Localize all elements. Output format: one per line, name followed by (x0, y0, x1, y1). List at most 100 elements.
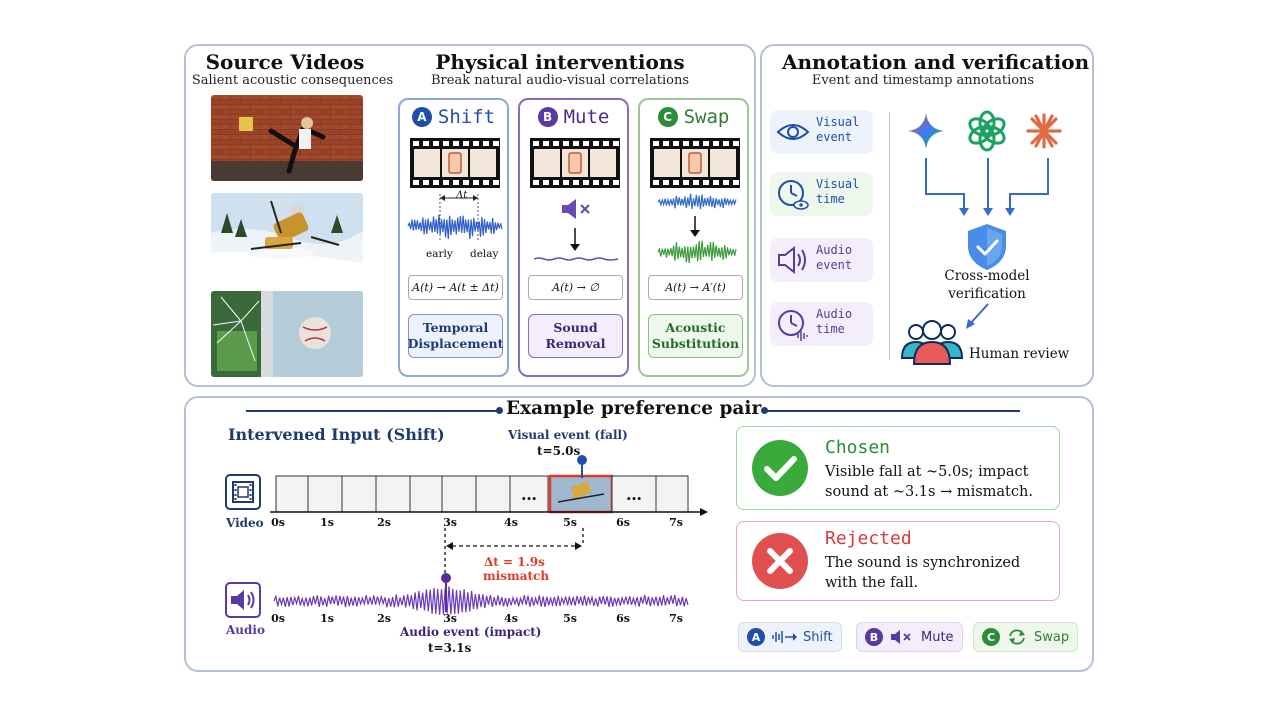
chosen-line1: Visible fall at ~5.0s; impact (825, 464, 1029, 480)
shield-check-icon (968, 224, 1006, 270)
video-tick-5: 5s (563, 516, 577, 529)
audio-icon-box (225, 582, 261, 618)
source-videos-title: Source Videos (205, 50, 365, 74)
video-tick-3: 3s (443, 516, 457, 529)
rejected-line1: The sound is synchronized (825, 555, 1021, 571)
audio-event-label: Audio event (impact) (400, 625, 542, 639)
review-arrow (966, 303, 989, 329)
mute-label-line1: Sound (553, 320, 598, 336)
source-photo-ski (211, 193, 363, 279)
interventions-title: Physical interventions (435, 50, 685, 74)
shift-badge: A (411, 107, 432, 127)
timeline-ellipsis: … (521, 485, 537, 504)
swap-name: Swap (683, 106, 730, 128)
swap-waveform-icon (657, 193, 737, 264)
mismatch-label: mismatch (483, 569, 550, 583)
swap-formula: A(t) → A′(t) (648, 275, 743, 300)
speaker-icon (231, 590, 255, 610)
mute-label-line2: Removal (545, 336, 606, 351)
shift-waveform-icon (407, 194, 503, 240)
film-icon (232, 481, 254, 503)
shift-formula: A(t) → A(t ± Δt) (408, 275, 503, 300)
film-strip-icon (530, 138, 620, 188)
mute-name: Mute (563, 106, 610, 128)
eye-icon (776, 124, 810, 140)
swap-refresh-icon (1009, 629, 1025, 645)
video-frame (275, 475, 309, 513)
audio-tick-3: 3s (443, 612, 457, 625)
audio-waveform (273, 573, 689, 615)
mute-badge: B (537, 107, 558, 127)
annotation-visual-event-line1: Visual (816, 115, 860, 129)
rejected-box: Rejected The sound is synchronized with t… (736, 521, 1060, 601)
human-review-label: Human review (969, 346, 1070, 362)
annotation-visual-time-line2: time (816, 192, 845, 206)
clock-wave-icon (778, 310, 808, 341)
legend-shift-label: Shift (803, 629, 833, 645)
audio-tick-5: 5s (563, 612, 577, 625)
video-tick-6: 6s (616, 516, 630, 529)
source-photo-dance (211, 95, 363, 181)
visual-event-time: t=5.0s (537, 444, 581, 458)
video-frame (655, 475, 689, 513)
clock-eye-icon (778, 180, 809, 210)
video-tick-4: 4s (504, 516, 518, 529)
video-frame (409, 475, 443, 513)
film-strip-icon (650, 138, 740, 188)
source-videos-subtitle: Salient acoustic consequences (191, 73, 394, 88)
openai-logo-icon (968, 110, 1006, 152)
annotation-visual-event-line2: event (816, 130, 853, 144)
mute-formula: A(t) → ∅ (528, 275, 623, 300)
legend-mute: B Mute (856, 622, 963, 652)
x-circle-icon (752, 533, 808, 589)
video-timeline: …… (270, 455, 708, 516)
intervened-input-label: Intervened Input (Shift) (228, 425, 445, 444)
video-tick-7: 7s (669, 516, 683, 529)
legend-swap-badge: C (982, 628, 1000, 646)
legend-mute-badge: B (865, 628, 883, 646)
source-photo-glass (211, 291, 363, 377)
audio-tick-6: 6s (616, 612, 630, 625)
chosen-title: Chosen (825, 437, 891, 458)
audio-tick-2: 2s (377, 612, 391, 625)
swap-label-line1: Acoustic (665, 320, 726, 336)
audio-tick-1: 1s (320, 612, 334, 625)
speaker-icon (778, 245, 806, 275)
audio-tick-0: 0s (271, 612, 285, 625)
shift-label-line1: Temporal (422, 320, 489, 336)
audio-event-time: t=3.1s (428, 641, 472, 655)
annotation-audio-time-line1: Audio (816, 307, 853, 321)
audio-label: Audio (226, 623, 265, 637)
shift-delay-label: delay (470, 248, 499, 260)
video-label: Video (226, 516, 264, 530)
annotation-audio-time-line2: time (816, 322, 845, 336)
video-frame (375, 475, 411, 513)
video-frame (441, 475, 477, 513)
mute-speaker-icon (562, 199, 590, 219)
mute-speaker-icon (891, 630, 911, 644)
rejected-line2: with the fall. (825, 574, 919, 591)
legend-shift: A Shift (738, 622, 842, 652)
audio-tick-7: 7s (669, 612, 683, 625)
delta-value-label: Δt = 1.9s (484, 555, 545, 569)
shift-early-label: early (426, 248, 453, 260)
example-title-dot-right (761, 407, 768, 414)
mute-flat-wave-icon (534, 257, 618, 261)
intervention-card-shift: A Shift Δt early delay A(t) → A(t ± Δt) … (398, 98, 509, 377)
video-frame (475, 475, 511, 513)
interventions-subtitle: Break natural audio-visual correlations (431, 73, 689, 88)
visual-event-pin (577, 455, 587, 465)
rejected-title: Rejected (825, 528, 912, 549)
timeline-ellipsis: … (626, 485, 642, 504)
annotation-audio-event-line2: event (816, 258, 853, 272)
legend-swap-label: Swap (1034, 629, 1070, 645)
rejected-text: The sound is synchronized with the fall. (825, 554, 1020, 593)
annotation-subtitle: Event and timestamp annotations (811, 73, 1035, 88)
annotation-visual-time-line1: Visual (816, 177, 860, 191)
delta-arrow (444, 528, 584, 578)
